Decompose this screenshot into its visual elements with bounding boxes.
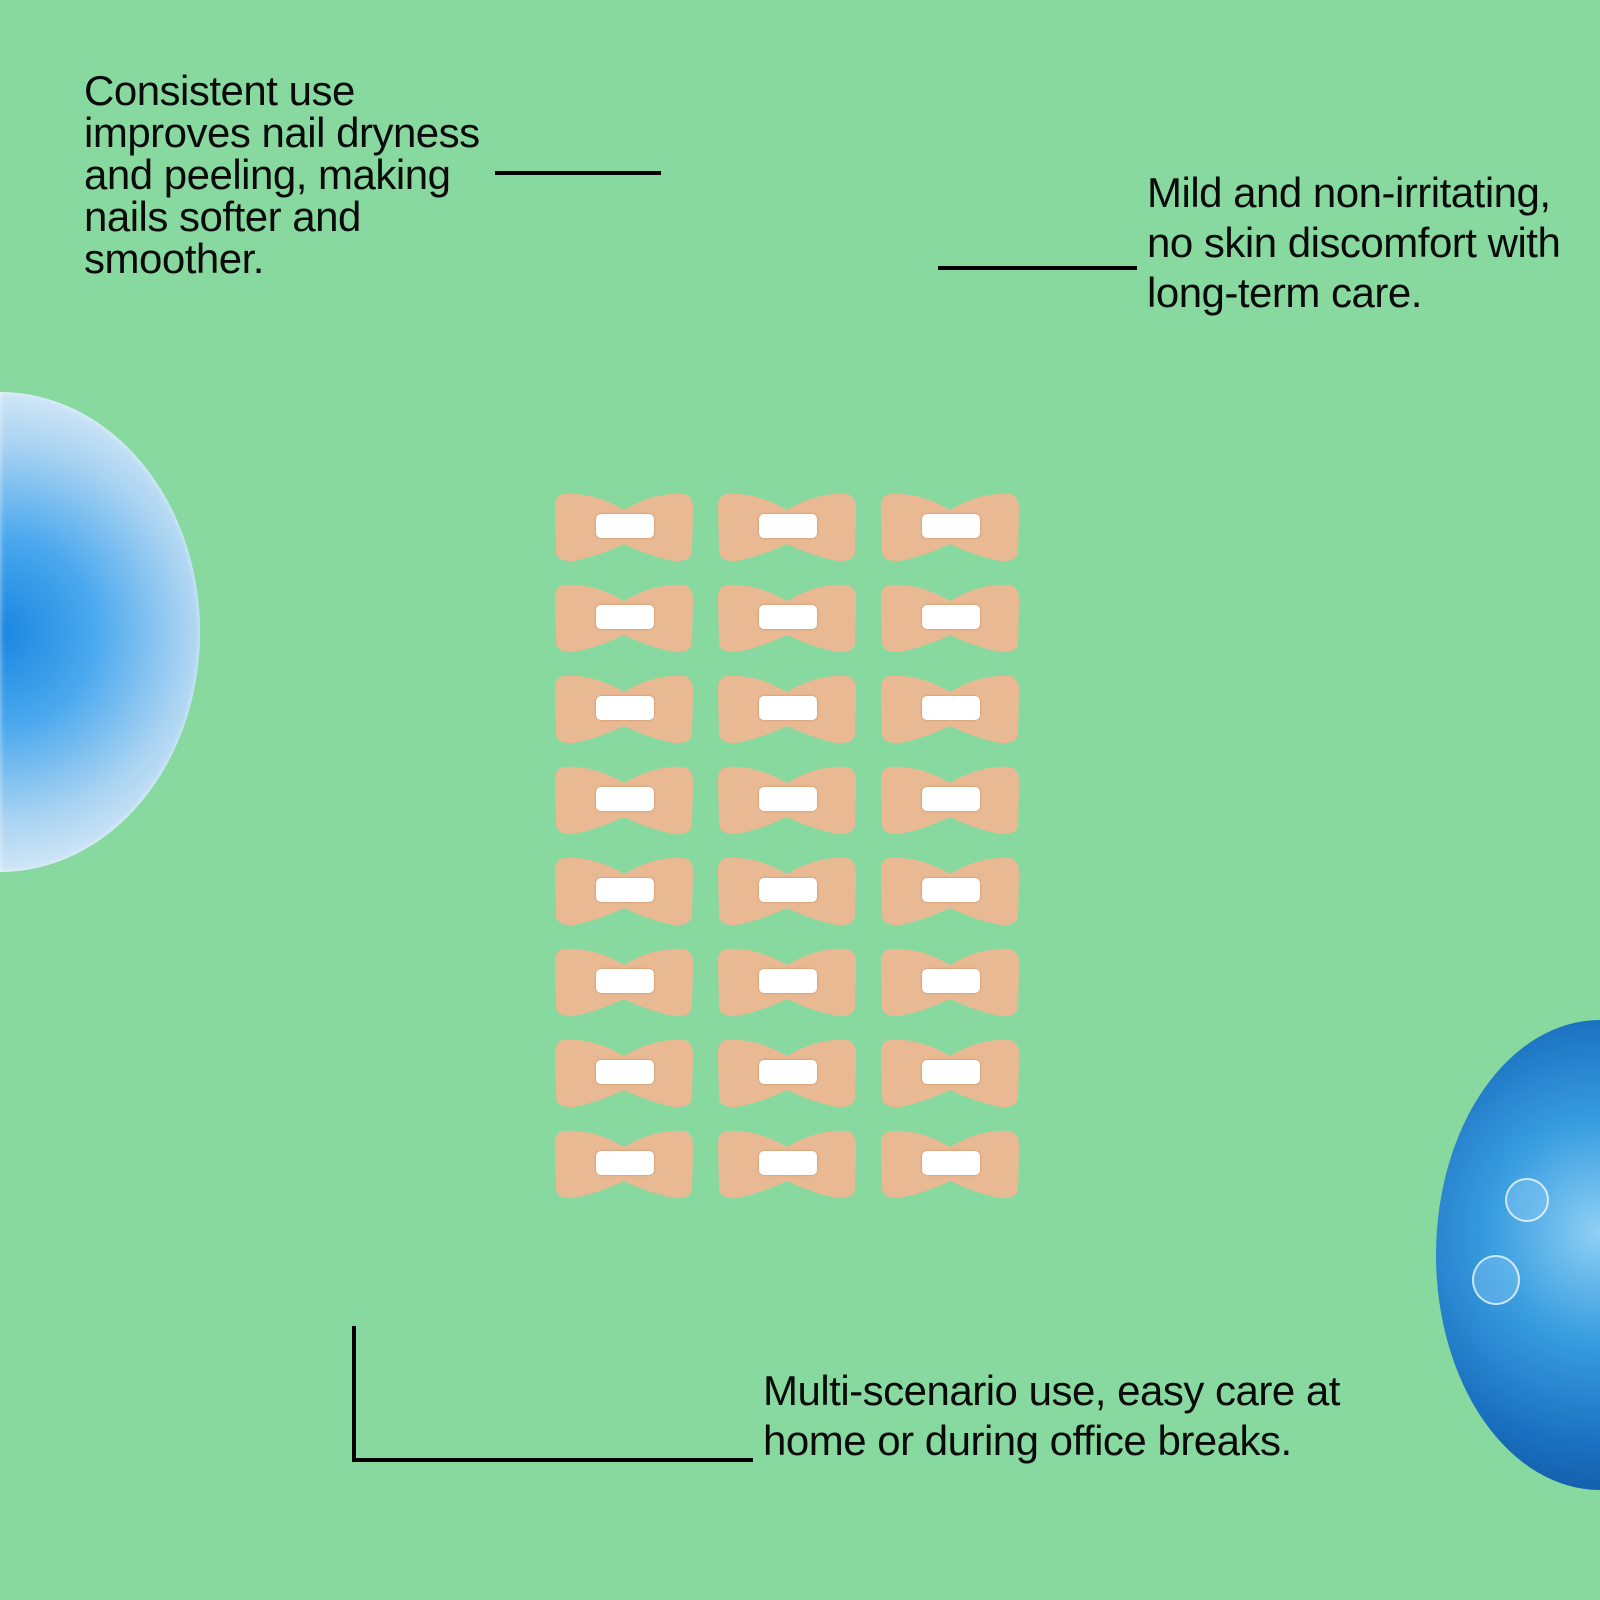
callout-bottom: Multi-scenario use, easy care at home or… <box>763 1367 1340 1464</box>
gel-bubble-left <box>0 392 200 872</box>
callout-top-left: Consistent use improves nail dryness and… <box>84 67 480 282</box>
bubble-droplet <box>1472 1255 1520 1305</box>
nail-patch <box>554 492 694 562</box>
callout-line-top-right <box>938 266 1137 270</box>
nail-patch <box>717 1038 857 1108</box>
gel-bubble-right <box>1436 1020 1600 1490</box>
patch-pad <box>759 878 817 902</box>
nail-patch <box>554 856 694 926</box>
bubble-droplet <box>1505 1178 1549 1222</box>
nail-patch <box>717 492 857 562</box>
nail-patch-grid <box>554 492 1020 1199</box>
patch-pad <box>759 1151 817 1175</box>
patch-pad <box>596 787 654 811</box>
patch-pad <box>922 969 980 993</box>
nail-patch <box>880 856 1020 926</box>
patch-pad <box>759 514 817 538</box>
nail-patch <box>880 674 1020 744</box>
callout-line-top-left <box>495 171 661 175</box>
patch-pad <box>922 878 980 902</box>
nail-patch <box>880 1038 1020 1108</box>
patch-pad <box>596 605 654 629</box>
nail-patch <box>554 1129 694 1199</box>
nail-patch <box>880 1129 1020 1199</box>
patch-pad <box>759 787 817 811</box>
nail-patch <box>717 583 857 653</box>
callout-line-bottom-vertical <box>352 1326 356 1462</box>
patch-pad <box>596 514 654 538</box>
patch-pad <box>922 605 980 629</box>
nail-patch <box>880 765 1020 835</box>
patch-pad <box>922 696 980 720</box>
nail-patch <box>717 856 857 926</box>
nail-patch <box>554 674 694 744</box>
callout-line-bottom-horizontal <box>352 1458 753 1462</box>
nail-patch <box>554 765 694 835</box>
patch-pad <box>759 605 817 629</box>
nail-patch <box>880 492 1020 562</box>
patch-pad <box>596 1151 654 1175</box>
nail-patch <box>880 583 1020 653</box>
patch-pad <box>922 787 980 811</box>
patch-pad <box>596 969 654 993</box>
nail-patch <box>717 1129 857 1199</box>
patch-pad <box>759 969 817 993</box>
callout-top-right: Mild and non-irritating, no skin discomf… <box>1147 169 1561 316</box>
nail-patch <box>717 947 857 1017</box>
nail-patch <box>717 765 857 835</box>
nail-patch <box>880 947 1020 1017</box>
patch-pad <box>759 1060 817 1084</box>
patch-pad <box>596 1060 654 1084</box>
patch-pad <box>596 878 654 902</box>
patch-pad <box>596 696 654 720</box>
patch-pad <box>922 1151 980 1175</box>
patch-pad <box>922 514 980 538</box>
patch-pad <box>759 696 817 720</box>
nail-patch <box>554 583 694 653</box>
nail-patch <box>717 674 857 744</box>
patch-pad <box>922 1060 980 1084</box>
nail-patch <box>554 1038 694 1108</box>
nail-patch <box>554 947 694 1017</box>
